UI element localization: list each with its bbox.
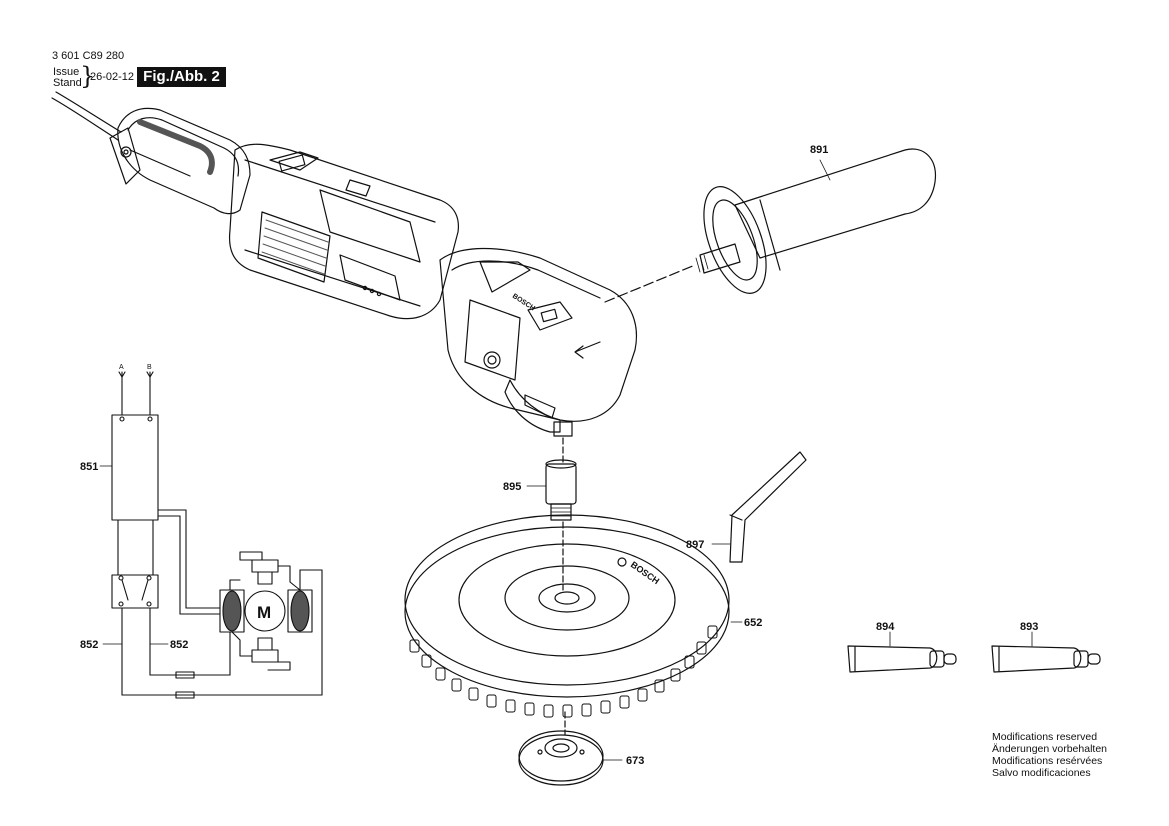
label-897: 897 [686,539,704,551]
note-line-es: Salvo modificaciones [992,767,1091,779]
terminal-b-label: B [147,364,152,371]
grease-tube-893 [991,631,1101,673]
note-line-de: Änderungen vorbehalten [992,743,1108,755]
label-851: 851 [80,461,98,473]
label-852-left: 852 [80,639,98,651]
label-893: 893 [1020,621,1038,633]
part-number: 3 601 C89 280 [52,50,125,62]
note-line-fr: Modifications resérvées [992,755,1103,767]
stand-label: Stand [53,77,82,89]
label-673: 673 [626,755,644,767]
label-891: 891 [810,144,828,156]
issue-date: 26-02-12 [90,71,135,83]
backing-nut-673 [518,711,623,786]
label-852-right: 852 [170,639,188,651]
note-line-en: Modifications reserved [992,731,1098,743]
figure-label: Fig./Abb. 2 [137,67,226,87]
spindle-adapter-895 [526,437,577,591]
hex-key-897 [711,451,807,563]
label-894: 894 [876,621,895,633]
terminal-a-label: A [119,364,124,371]
modifications-note: Modifications reserved Änderungen vorbeh… [992,731,1107,779]
brace-glyph: } [80,62,96,90]
side-handle-891 [604,148,936,303]
grease-tube-894 [847,631,957,673]
label-652: 652 [744,617,762,629]
issue-label: Issue [53,66,80,78]
motor-symbol: M [257,603,271,622]
polisher-body: BOSCH [109,107,637,437]
polishing-pad-652: BOSCH [404,514,743,718]
label-895: 895 [503,481,521,493]
power-cord [51,91,122,141]
pad-brand-text: BOSCH [629,559,661,586]
wiring-diagram: M [99,371,323,699]
